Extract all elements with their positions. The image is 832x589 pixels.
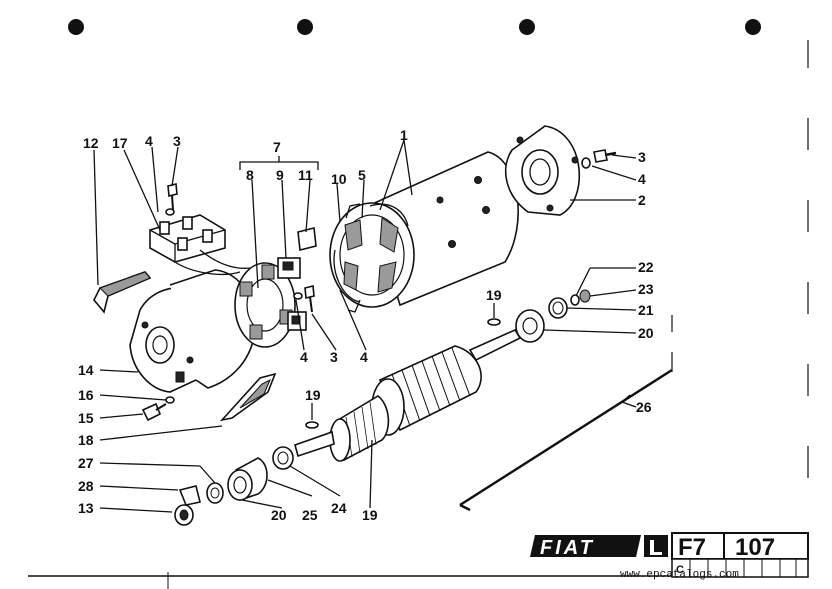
catalog-code-box: F7 107 C [671, 532, 809, 578]
callout-14: 16 [78, 387, 94, 403]
callout-25: 25 [302, 507, 318, 523]
callout-17: 18 [78, 432, 94, 448]
bearing-left [174, 446, 294, 526]
leader-lines [93, 139, 637, 513]
callout-19: 19 [305, 387, 321, 403]
callout-8: 9 [276, 167, 284, 183]
end-shield-right [504, 125, 581, 216]
callout-4: 4 [360, 349, 368, 365]
motor-yoke [329, 151, 519, 313]
callout-10: 11 [298, 167, 313, 183]
callout-19: 19 [486, 287, 502, 303]
callout-5: 5 [358, 167, 366, 183]
terminal-screw [165, 182, 178, 216]
brush-screw [293, 284, 315, 313]
cover-plate [93, 271, 152, 314]
callout-3: 3 [173, 133, 181, 149]
callout-16: 12 [83, 135, 99, 151]
callout-4: 4 [300, 349, 308, 365]
callout-11: 13 [78, 500, 94, 516]
callout-15: 17 [112, 135, 128, 151]
bearing-right [515, 289, 591, 343]
callout-18: 19 [362, 507, 378, 523]
mount-screw [141, 396, 175, 422]
callout-2: 2 [638, 192, 646, 208]
catalog-number: 107 [735, 534, 775, 561]
callout-4: 4 [145, 133, 153, 149]
armature [294, 328, 522, 462]
callout-20: 20 [638, 325, 654, 341]
callout-1: 1 [400, 127, 408, 143]
callouts: 12 17 4 3 7 8 9 11 10 5 1 3 4 2 22 23 21… [78, 127, 654, 523]
end-shield-left [129, 269, 257, 393]
callout-12: 14 [78, 362, 94, 378]
callout-7: 8 [246, 167, 254, 183]
callout-9: 10 [331, 171, 347, 187]
brush-holders [277, 227, 317, 331]
brand-logo: FIAT [530, 535, 668, 559]
callout-3: 3 [638, 149, 646, 165]
callout-27: 27 [78, 455, 94, 471]
watermark: www.epcatalogs.com [620, 569, 739, 581]
catalog-group: F7 [678, 534, 706, 561]
callout-13: 15 [78, 410, 94, 426]
callout-3: 3 [330, 349, 338, 365]
callout-22: 22 [638, 259, 654, 275]
cover-plate-lower [219, 372, 277, 422]
screw-right [581, 149, 617, 169]
brush-plate [234, 262, 296, 348]
callout-20: 20 [271, 507, 287, 523]
callout-6: 7 [273, 139, 281, 155]
group-bracket [459, 315, 673, 512]
callout-4: 4 [638, 171, 646, 187]
svg-text:FIAT: FIAT [540, 537, 595, 559]
callout-28: 28 [78, 478, 94, 494]
binder-holes [68, 19, 761, 35]
key-19 [305, 318, 501, 429]
catalog-box-letter: C [676, 564, 684, 576]
callout-26: 26 [636, 399, 652, 415]
callout-23: 23 [638, 281, 654, 297]
callout-21: 21 [638, 302, 654, 318]
terminal-block [149, 214, 251, 275]
callout-24: 24 [331, 500, 347, 516]
